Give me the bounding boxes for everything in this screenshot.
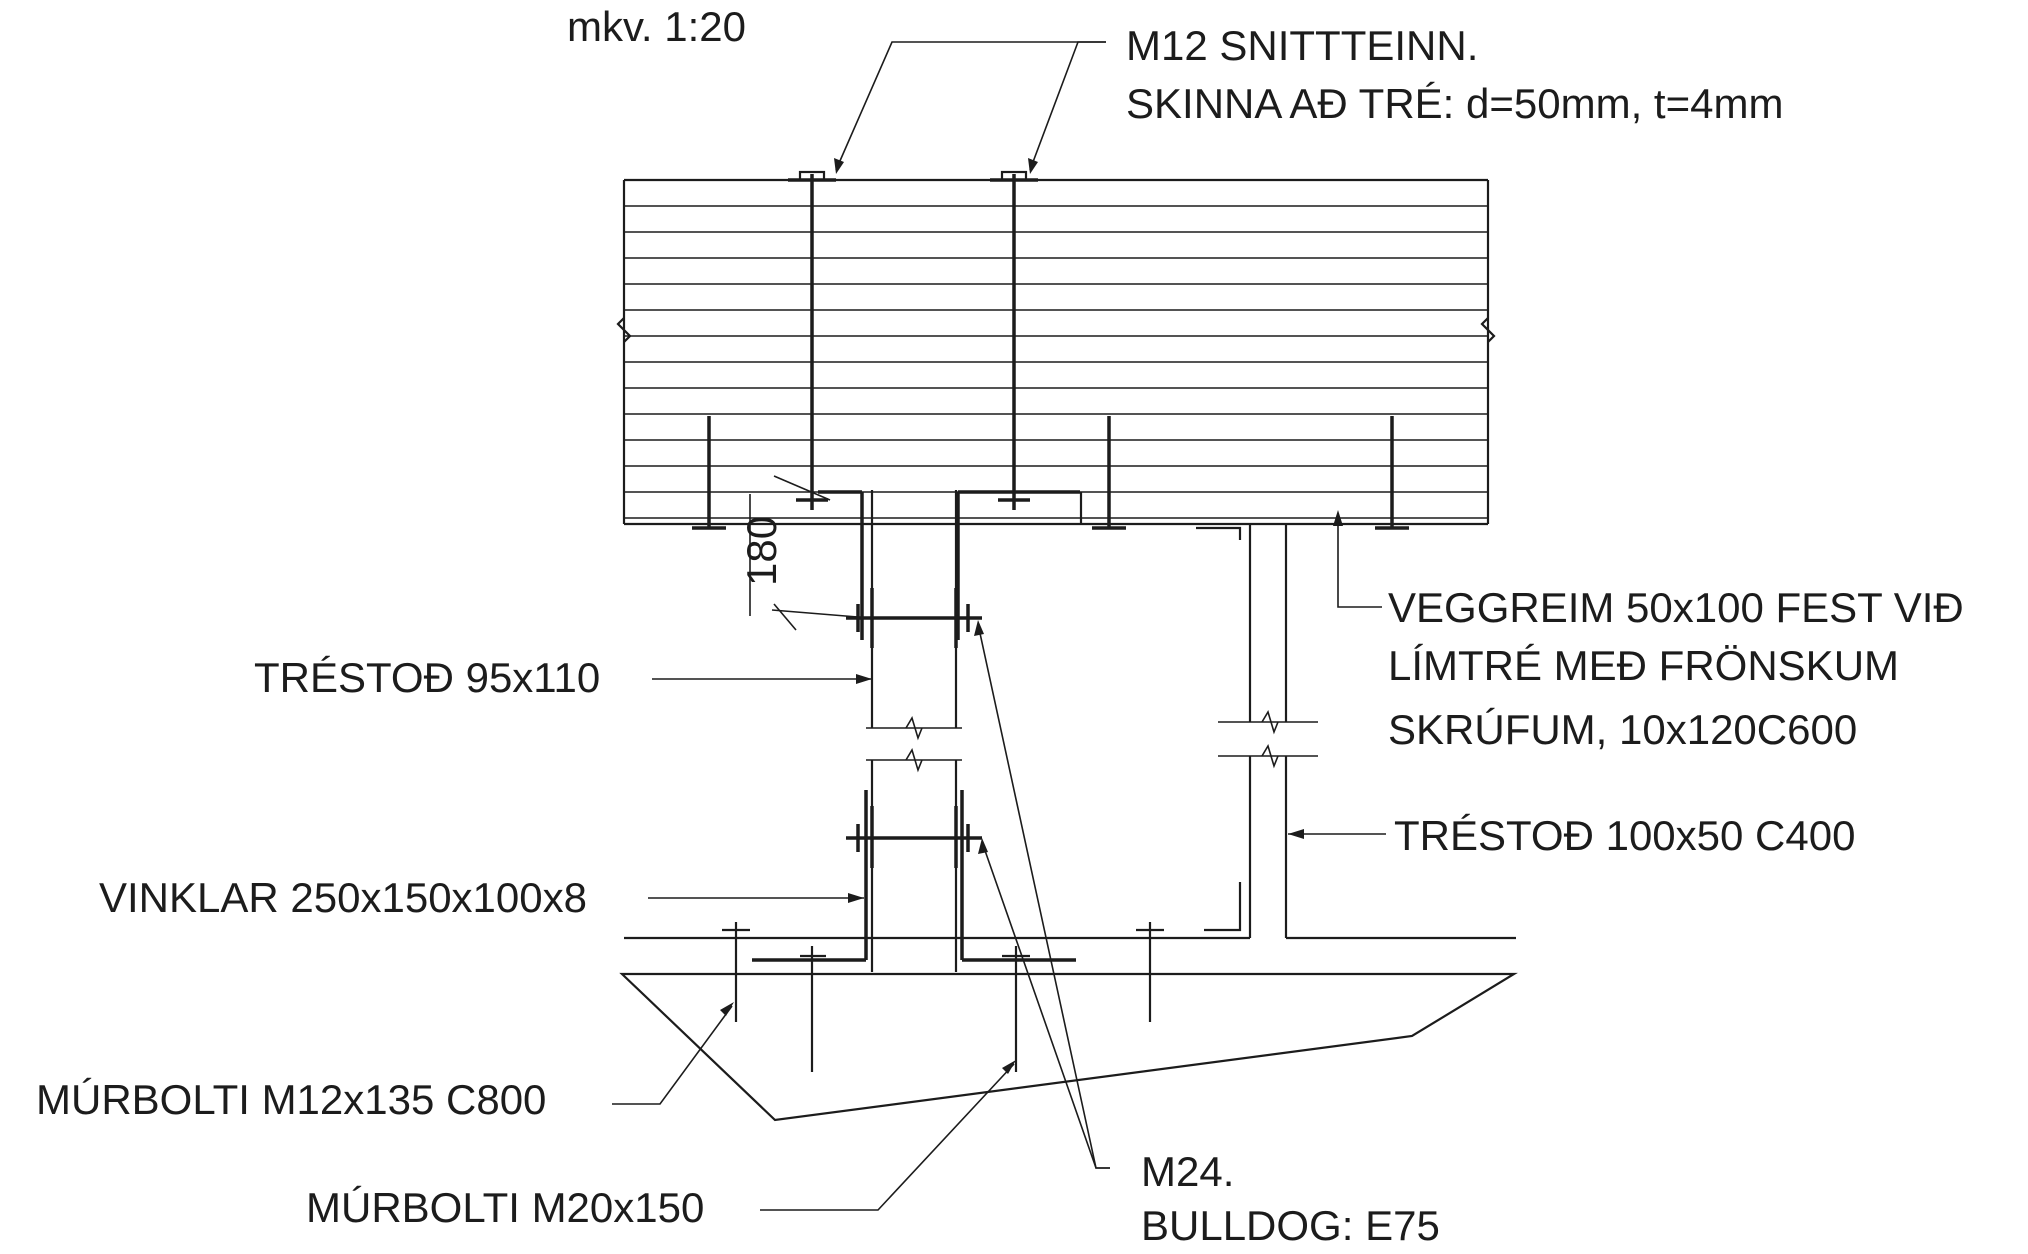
glulam-beam	[616, 178, 1496, 526]
steel-angles	[752, 490, 1080, 962]
label-veggreim-3: SKRÚFUM, 10x120C600	[1388, 706, 1857, 753]
break-mark-left	[616, 317, 632, 343]
label-murbolti-m12: MÚRBOLTI M12x135 C800	[36, 1076, 546, 1123]
label-vinklar: VINKLAR 250x150x100x8	[99, 874, 587, 921]
dimension-value: 180	[738, 516, 785, 586]
label-m24: M24.	[1141, 1148, 1234, 1195]
glulam-laminations	[624, 205, 1488, 519]
label-m12-plate: SKINNA AÐ TRÉ: d=50mm, t=4mm	[1126, 80, 1783, 127]
annotations: mkv. 1:20 M12 SNITTTEINN. SKINNA AÐ TRÉ:…	[36, 3, 1964, 1249]
m24-bolts	[846, 588, 982, 868]
m12-threaded-rods	[788, 170, 1038, 510]
label-veggreim-2: LÍMTRÉ MEÐ FRÖNSKUM	[1388, 642, 1899, 689]
dimension-180: 180	[738, 475, 871, 631]
label-trestod-100x50: TRÉSTOÐ 100x50 C400	[1394, 812, 1855, 859]
timber-post-95x110	[866, 490, 962, 972]
concrete-foundation	[619, 922, 1518, 1122]
label-trestod-95x110: TRÉSTOÐ 95x110	[254, 654, 600, 701]
label-murbolti-m20: MÚRBOLTI M20x150	[306, 1184, 704, 1231]
leader-lines	[612, 41, 1386, 1211]
veggreim-screws	[692, 416, 1409, 530]
label-m12-rod: M12 SNITTTEINN.	[1126, 22, 1478, 69]
stud-wall-100x50	[1196, 524, 1516, 940]
label-bulldog: BULLDOG: E75	[1141, 1202, 1440, 1249]
scale-note: mkv. 1:20	[567, 3, 746, 50]
break-mark-right	[1480, 317, 1496, 343]
label-veggreim-1: VEGGREIM 50x100 FEST VIÐ	[1388, 584, 1964, 631]
